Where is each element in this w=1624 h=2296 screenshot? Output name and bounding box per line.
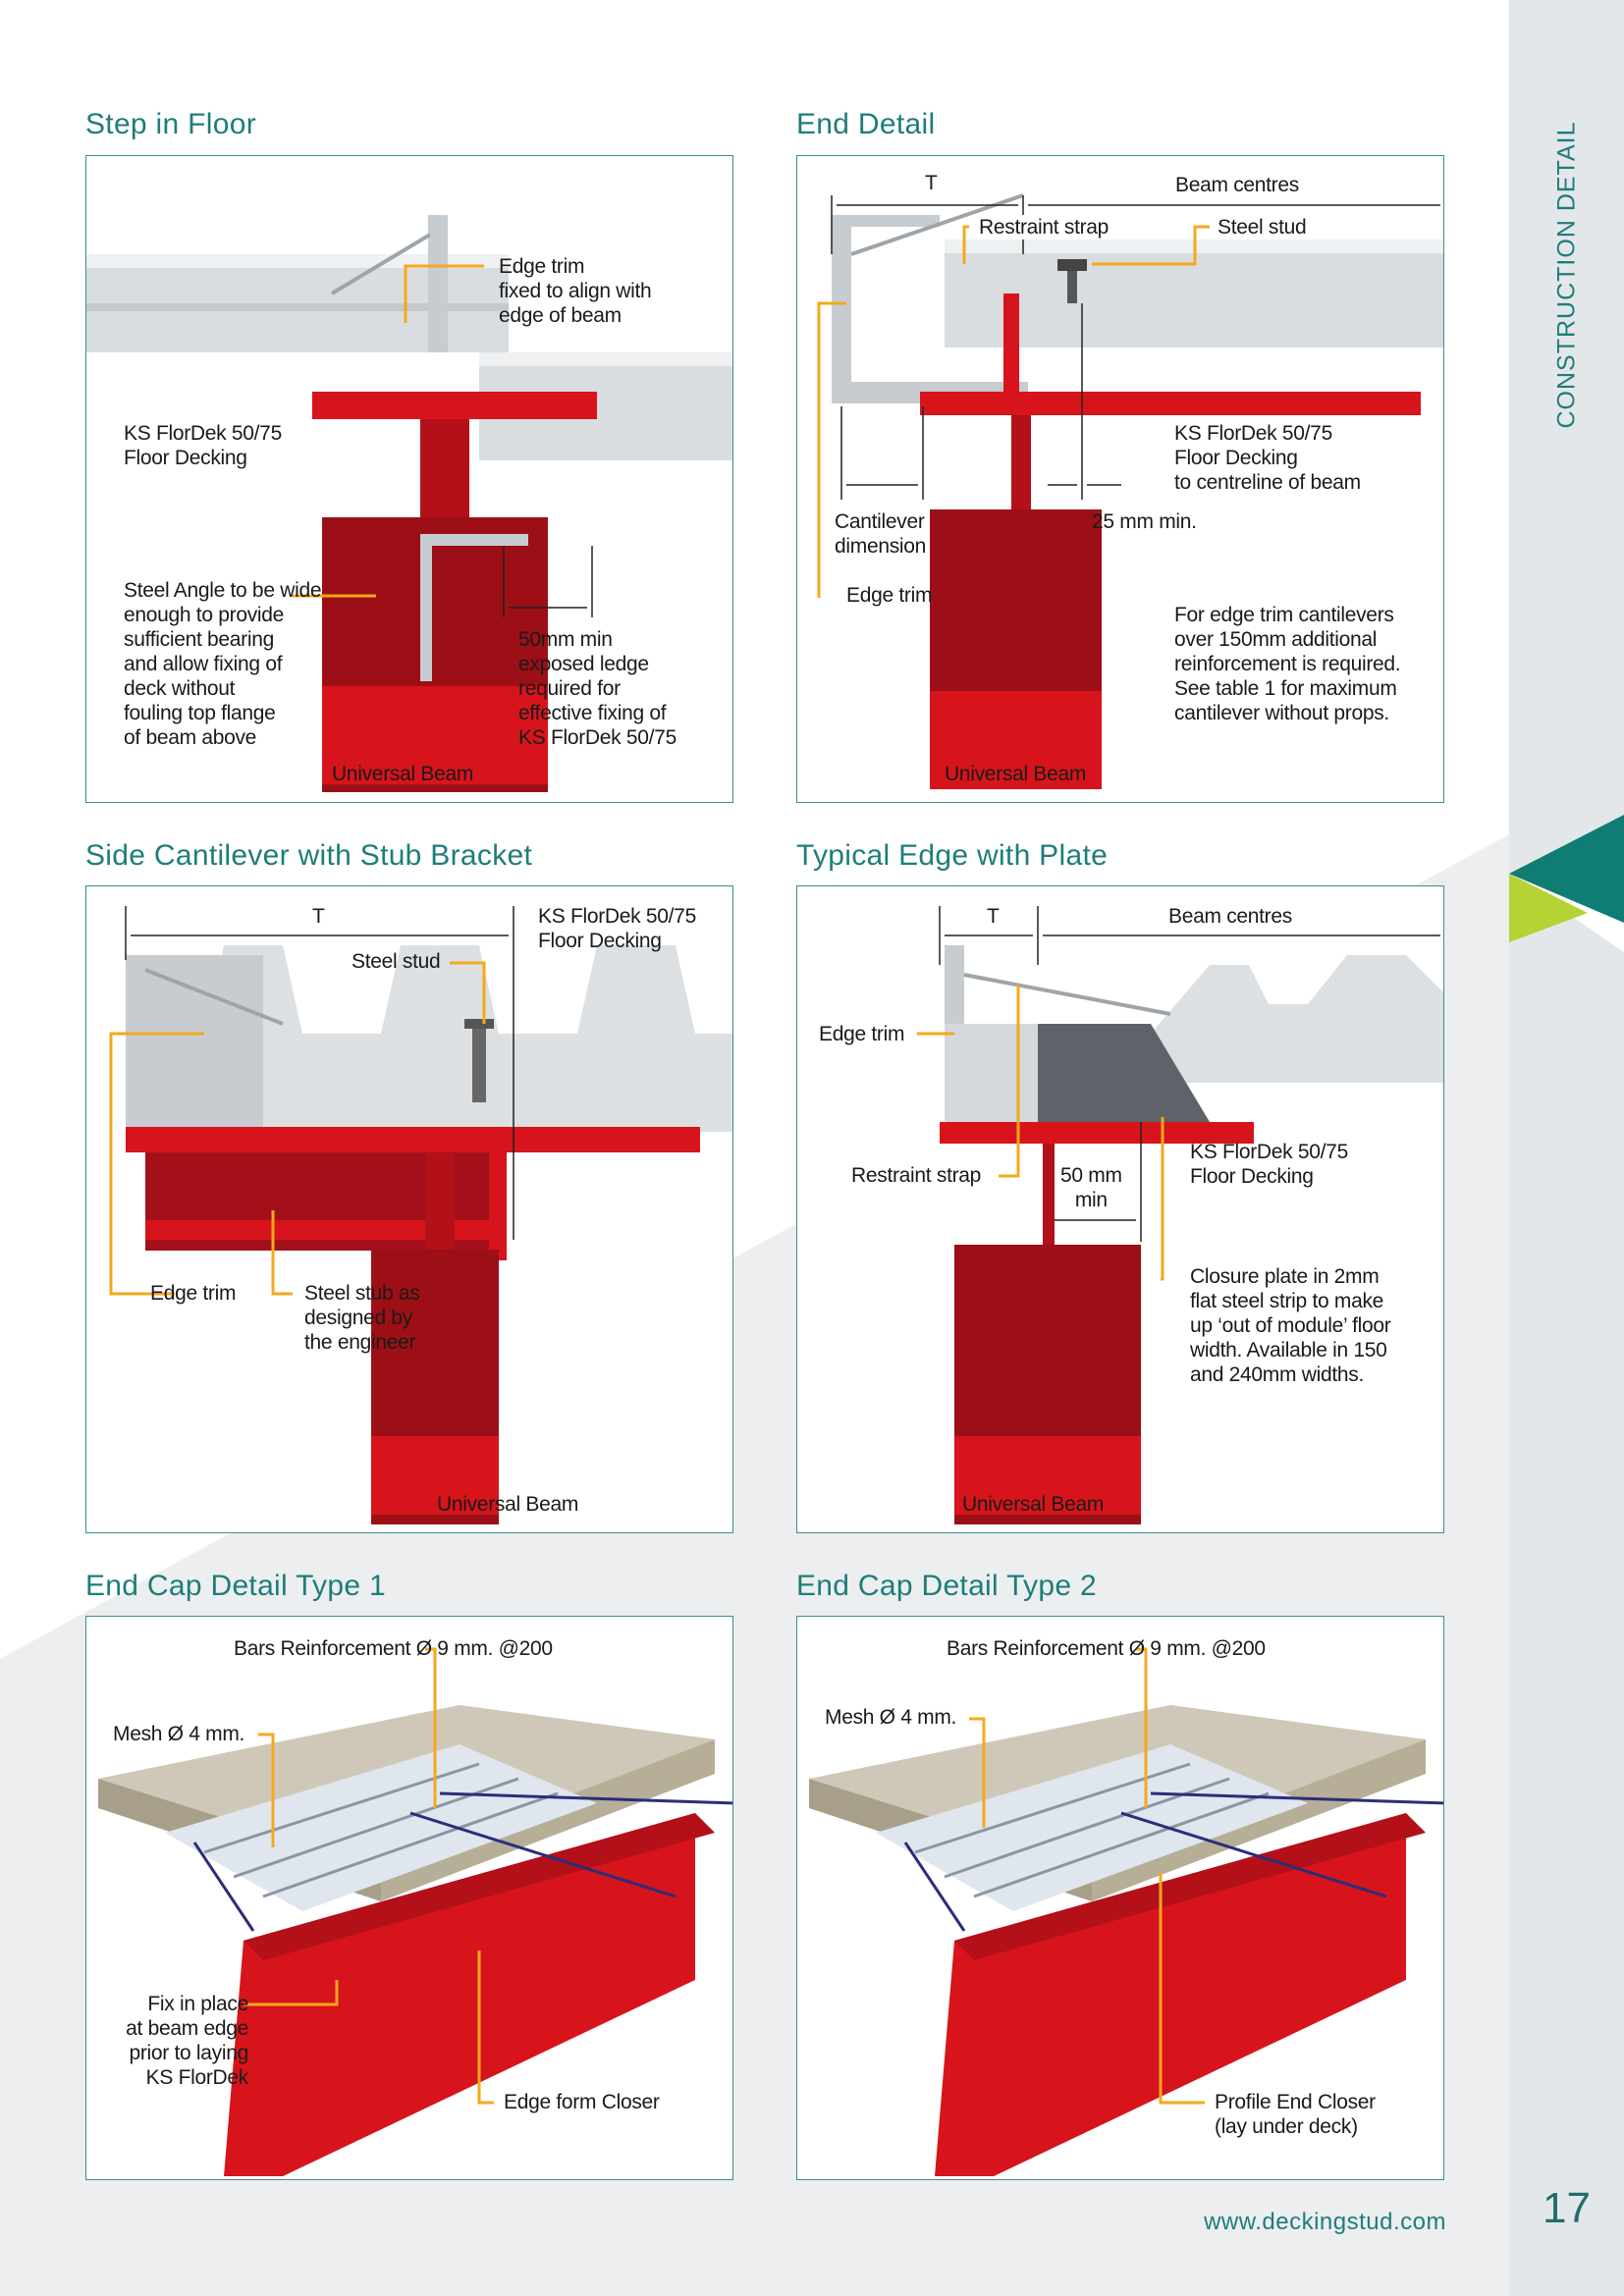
title-edge-with-plate: Typical Edge with Plate [796,839,1109,872]
label-decking: KS FlorDek 50/75 Floor Decking [124,422,282,469]
label-universal-beam: Universal Beam [945,763,1087,785]
label-beam-centres: Beam centres [1168,905,1292,928]
end-cap-2-diagram [809,1647,1443,2176]
label-t: T [312,905,325,928]
label-cantilever-note: For edge trim cantilevers over 150mm add… [1174,604,1401,724]
label-bars: Bars Reinforcement Ø 9 mm. @200 [234,1637,553,1660]
end-cap-1-diagram [98,1647,732,2176]
label-cantilever: Cantilever dimension [835,510,927,558]
label-restraint-strap: Restraint strap [979,215,1110,240]
label-edge-form-closer: Edge form Closer [504,2091,660,2113]
panel-step-in-floor: Edge trim fixed to align with edge of be… [85,155,733,803]
page-number: 17 [1543,2184,1591,2232]
panel-side-cantilever: T KS FlorDek 50/75 Floor Decking Steel s… [85,885,733,1533]
label-edge-trim: Edge trim [819,1023,905,1045]
footer-url[interactable]: www.deckingstud.com [1204,2209,1446,2235]
label-t: T [987,905,1000,928]
label-t: T [925,172,938,194]
section-title-vertical: CONSTRUCTION DETAIL [1552,121,1580,429]
label-steel-stud: Steel stud [352,950,441,973]
label-ledge: 50mm min exposed ledge required for effe… [518,628,677,749]
label-fix-in-place: Fix in place at beam edge prior to layin… [126,1993,248,2089]
title-end-cap-2: End Cap Detail Type 2 [796,1570,1097,1602]
panel-edge-with-plate: T Beam centres Edge trim Restraint strap… [796,885,1444,1533]
label-mesh: Mesh Ø 4 mm. [825,1706,957,1729]
label-steel-stud: Steel stud [1218,215,1307,240]
label-closure-plate: Closure plate in 2mm flat steel strip to… [1190,1265,1391,1386]
label-profile-end-closer: Profile End Closer (lay under deck) [1215,2091,1376,2138]
label-mesh: Mesh Ø 4 mm. [113,1723,245,1745]
label-edge-trim: Edge trim fixed to align with edge of be… [499,255,652,327]
title-end-detail: End Detail [796,108,936,140]
label-bars: Bars Reinforcement Ø 9 mm. @200 [947,1637,1266,1660]
label-edge-trim: Edge trim [846,584,933,607]
label-universal-beam: Universal Beam [437,1493,579,1516]
label-edge-trim: Edge trim [150,1282,237,1305]
label-decking: KS FlorDek 50/75 Floor Decking [538,905,696,952]
label-decking: KS FlorDek 50/75 Floor Decking [1190,1141,1348,1188]
label-restraint-strap: Restraint strap [851,1164,982,1187]
panel-end-cap-1: Bars Reinforcement Ø 9 mm. @200 Mesh Ø 4… [85,1616,733,2180]
label-universal-beam: Universal Beam [332,763,474,785]
title-side-cantilever: Side Cantilever with Stub Bracket [85,839,533,872]
sidebar [1509,0,1624,2296]
label-universal-beam: Universal Beam [962,1493,1105,1516]
label-beam-centres: Beam centres [1175,174,1299,196]
section-tab-graphic [1509,815,1624,952]
label-steel-angle: Steel Angle to be wide enough to provide… [124,579,322,749]
title-end-cap-1: End Cap Detail Type 1 [85,1570,386,1602]
label-50mm: 50 mm min [1060,1164,1122,1211]
step-in-floor-diagram [86,215,732,792]
panel-end-detail: T Beam centres Restraint strap Steel stu… [796,155,1444,803]
edge-plate-diagram [917,906,1443,1524]
end-detail-diagram [817,193,1443,789]
label-steel-stub: Steel stub as designed by the engineer [304,1282,420,1354]
side-cantilever-diagram [109,906,732,1524]
panel-end-cap-2: Bars Reinforcement Ø 9 mm. @200 Mesh Ø 4… [796,1616,1444,2180]
label-25mm: 25 mm min. [1092,510,1197,533]
title-step-in-floor: Step in Floor [85,108,256,140]
label-decking: KS FlorDek 50/75 Floor Decking to centre… [1174,422,1361,494]
